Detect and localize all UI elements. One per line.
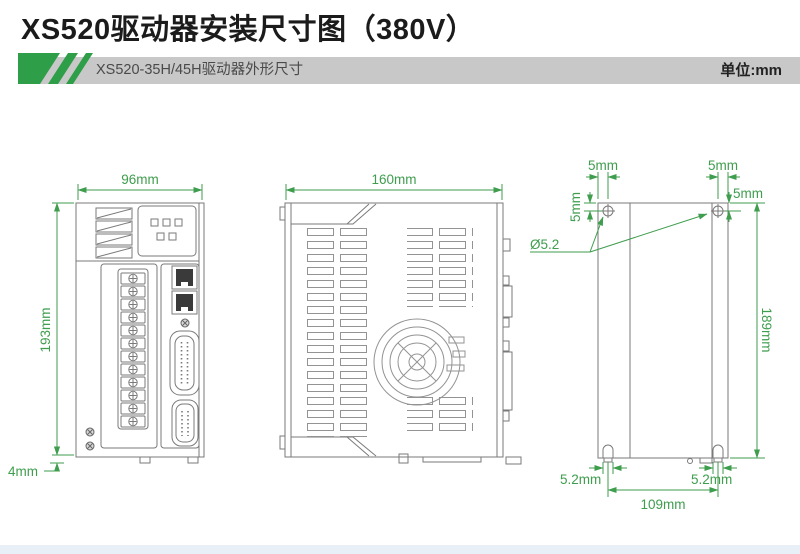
side-depth-label: 160mm	[371, 172, 416, 187]
rear-side-left-label: 5mm	[568, 192, 583, 222]
rj45-connectors	[171, 265, 198, 315]
mounting-slot-left	[602, 444, 614, 463]
side-vent-slots	[307, 228, 473, 437]
terminal-block	[117, 268, 149, 430]
front-width-label: 96mm	[121, 172, 159, 187]
side-connector-profiles	[502, 238, 513, 422]
rear-top-right-label: 5mm	[708, 158, 738, 173]
dsub-connector-large	[169, 330, 200, 396]
footer-strip	[0, 545, 800, 554]
page-title: XS520驱动器安装尺寸图（380V）	[21, 14, 476, 46]
panel-screw	[180, 318, 190, 328]
banner-label: XS520-35H/45H驱动器外形尺寸	[96, 62, 304, 78]
green-slashes-icon	[18, 53, 93, 84]
mounting-hole-right	[711, 204, 725, 218]
fan-icon	[373, 318, 461, 406]
rear-slot-spacing-label: 109mm	[640, 497, 685, 512]
rear-slot-right-label: 5.2mm	[691, 472, 732, 487]
mounting-slot-right	[712, 444, 724, 463]
unit-label: 单位:mm	[720, 62, 782, 79]
front-dimensions: 96mm 193mm 4mm	[8, 172, 203, 479]
front-screw-top	[85, 427, 95, 437]
front-screw-bottom	[85, 441, 95, 451]
rear-slot-left-label: 5.2mm	[560, 472, 601, 487]
mounting-hole-left	[601, 204, 615, 218]
display-panel	[137, 205, 197, 257]
rear-view	[597, 202, 729, 464]
front-height-label: 193mm	[38, 307, 53, 352]
front-vent-slots	[95, 207, 133, 259]
dsub-connector-small	[171, 399, 199, 447]
rear-height-label: 189mm	[759, 307, 774, 352]
rear-hole-diameter-label: Ø5.2	[530, 237, 559, 252]
side-view	[279, 202, 522, 465]
front-foot-label: 4mm	[8, 464, 38, 479]
rear-dimensions: 5mm 5mm 5mm 5mm Ø5.2 189mm 5.2mm 5.2mm 1…	[530, 158, 774, 512]
section-banner: XS520-35H/45H驱动器外形尺寸 单位:mm	[18, 53, 800, 84]
front-view	[75, 202, 205, 464]
rear-side-right-label: 5mm	[733, 186, 763, 201]
rear-top-left-label: 5mm	[588, 158, 618, 173]
side-dimensions: 160mm	[285, 172, 503, 200]
